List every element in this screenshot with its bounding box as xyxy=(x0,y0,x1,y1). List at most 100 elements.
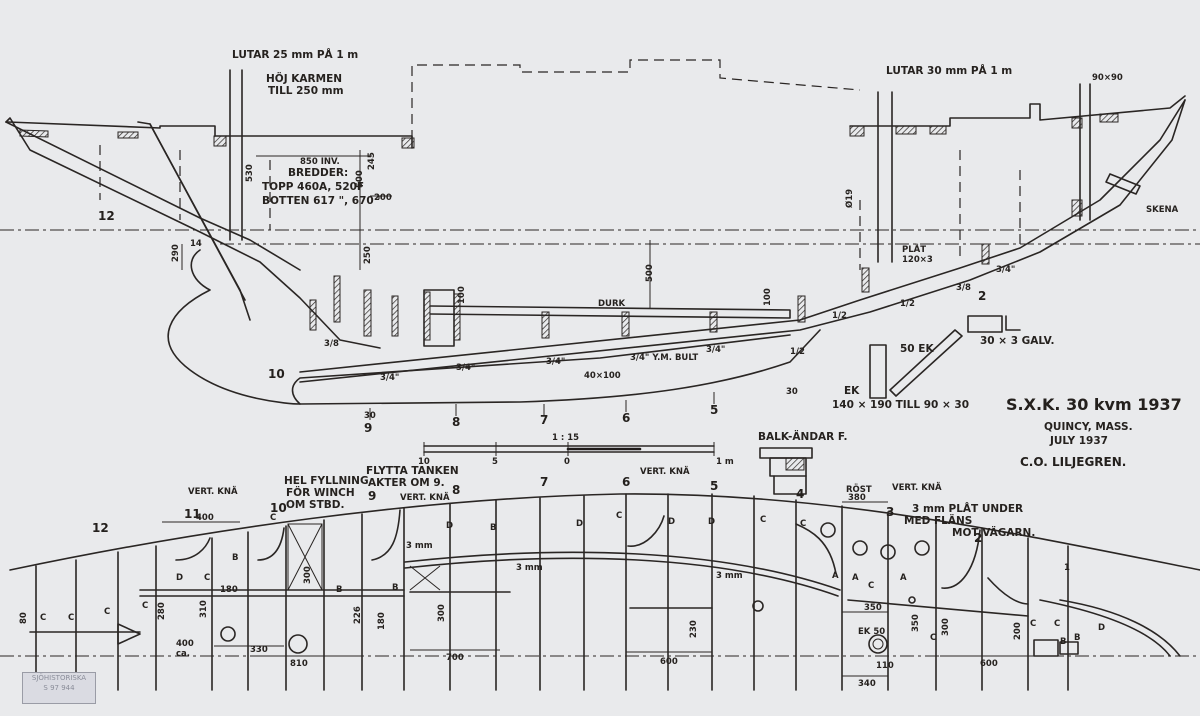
ek-size: 140 × 190 TILL 90 × 30 xyxy=(832,399,969,411)
bolt-b: 3/4" xyxy=(546,357,565,367)
dim-ca: ca. xyxy=(176,649,190,659)
svg-text:C: C xyxy=(868,581,874,591)
dim-3mm-a: 3 mm xyxy=(406,541,433,551)
dim-300c: 300 xyxy=(941,618,951,636)
bolt-a: 3/4" xyxy=(456,363,475,373)
deck-beam-section xyxy=(895,125,917,135)
svg-text:B: B xyxy=(392,583,398,593)
station-2-plan: 2 xyxy=(974,531,982,545)
post-size: 90×90 xyxy=(1092,73,1123,83)
station-10-plan: 10 xyxy=(270,501,287,515)
dim-400ca: 400 xyxy=(176,639,194,649)
stern-curve xyxy=(1039,599,1171,657)
svg-text:B: B xyxy=(1060,637,1066,647)
vert-knee-label-1: VERT. KNÄ xyxy=(188,486,238,497)
carline-inner-2 xyxy=(404,557,839,597)
dim-3mm-c: 3 mm xyxy=(716,571,743,581)
drawing-date: JULY 1937 xyxy=(1049,435,1108,447)
svg-text:B: B xyxy=(336,585,342,595)
svg-text:C: C xyxy=(40,613,46,623)
deck-beam-section xyxy=(401,137,415,149)
svg-text:C: C xyxy=(68,613,74,623)
carline-inner xyxy=(404,551,841,591)
keel-profile xyxy=(167,249,821,405)
svg-text:C: C xyxy=(142,601,148,611)
dim-110: 110 xyxy=(876,661,894,671)
frac-1: 3/8 xyxy=(324,339,339,349)
station-3-plan: 3 xyxy=(886,505,894,519)
rost-label: RÖST xyxy=(846,484,872,495)
dim-245: 245 xyxy=(367,152,377,170)
dim-500: 500 xyxy=(355,170,365,188)
slope-note-aft: LUTAR 30 mm PÅ 1 m xyxy=(886,64,1012,77)
dim-30b: 30 xyxy=(364,411,376,421)
svg-text:1: 1 xyxy=(1064,563,1070,573)
vert-knee-label-2: VERT. KNÄ xyxy=(400,492,450,503)
beam-ends-label: BALK-ÄNDAR F. xyxy=(758,429,848,443)
svg-text:C: C xyxy=(204,573,210,583)
svg-text:C: C xyxy=(1054,619,1060,629)
dim-350a: 350 xyxy=(864,603,882,613)
svg-text:C: C xyxy=(760,515,766,525)
winch-note-1: HEL FYLLNING xyxy=(284,475,369,487)
deck-line-forward xyxy=(7,121,413,149)
winch-note-3: OM STBD. xyxy=(286,499,344,511)
svg-text:D: D xyxy=(446,521,453,531)
galv-label: 30 × 3 GALV. xyxy=(980,335,1054,347)
station-11-plan: 11 xyxy=(184,507,201,521)
frame-letters: C C C C B D C B D C B C B C D D C B C D … xyxy=(40,511,1105,647)
svg-text:C: C xyxy=(270,513,276,523)
deck-openings xyxy=(117,522,1079,657)
vert-knee-label-4: VERT. KNÄ xyxy=(892,482,942,493)
plate-note-3: MOT VÄGARN. xyxy=(952,525,1035,539)
deck-beam-section xyxy=(1099,113,1119,123)
deckhouse-outline xyxy=(411,59,861,140)
flat-label: PLÅT xyxy=(902,244,926,255)
station-9-plan: 9 xyxy=(368,489,376,503)
stem-line xyxy=(5,117,381,349)
bolt-label: 3/4" Y.M. BULT xyxy=(630,353,698,363)
stamp-line-1: SJÖHISTORISKA xyxy=(31,674,87,682)
dim-14: 14 xyxy=(190,239,202,249)
svg-text:D: D xyxy=(1098,623,1105,633)
ek-label: EK xyxy=(844,385,860,397)
dim-180b: 180 xyxy=(377,612,387,630)
dim-400: 400 xyxy=(196,513,214,523)
slope-note-forward: LUTAR 25 mm PÅ 1 m xyxy=(232,48,358,61)
svg-text:A: A xyxy=(832,571,839,581)
svg-text:B: B xyxy=(1074,633,1080,643)
dim-80: 80 xyxy=(19,612,29,624)
station-12-plan: 12 xyxy=(92,521,109,535)
deck-beam-section xyxy=(213,135,227,147)
frac-2: 1/2 xyxy=(832,311,847,321)
skena-label: SKENA xyxy=(1146,205,1179,215)
station-5-profile: 5 xyxy=(710,403,718,417)
raise-coaming-note-2: TILL 250 mm xyxy=(268,85,344,97)
dim-300b: 300 xyxy=(437,604,447,622)
ek50-label: EK 50 xyxy=(858,627,885,637)
station-4-plan: 4 xyxy=(796,487,804,501)
station-12-profile: 12 xyxy=(98,209,115,223)
dim-600: 600 xyxy=(660,657,678,667)
scale-tick-0: 0 xyxy=(564,457,570,467)
winch-note-2: FÖR WINCH xyxy=(286,485,355,499)
floor-boards xyxy=(429,305,791,319)
dim-530: 530 xyxy=(245,164,255,182)
svg-text:B: B xyxy=(490,523,496,533)
svg-text:D: D xyxy=(176,573,183,583)
dim-340: 340 xyxy=(858,679,876,689)
dim-200: 200 xyxy=(374,193,392,203)
station-10-profile: 10 xyxy=(268,367,285,381)
tank-cross xyxy=(409,565,441,591)
hull-bottom-line xyxy=(299,99,1186,373)
tank-note-1: FLYTTA TANKEN xyxy=(366,465,459,477)
svg-text:C: C xyxy=(930,633,936,643)
winch-filling-box xyxy=(287,523,323,591)
ek-50-label: 50 EK xyxy=(900,343,934,355)
stern-knee xyxy=(1105,173,1141,195)
mast-post-aft xyxy=(877,91,893,263)
dim-380: 380 xyxy=(848,493,866,503)
dim-180: 180 xyxy=(220,585,238,595)
